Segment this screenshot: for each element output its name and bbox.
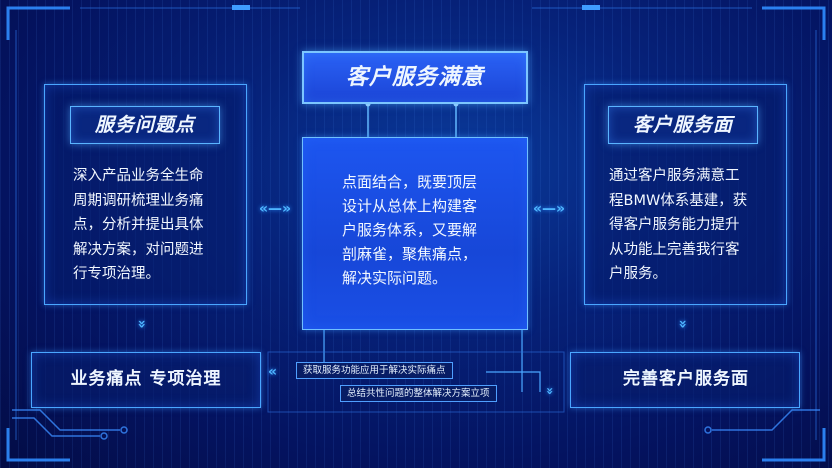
text-line: 点面结合，既要顶层	[342, 173, 478, 191]
service-issues-text: 深入产品业务全生命 周期调研梳理业务痛 点，分析并提出具体 解决方案，对问题进 …	[73, 164, 204, 287]
text-line: 解决方案，对问题进	[73, 241, 204, 258]
text-line: 周期调研梳理业务痛	[73, 192, 204, 209]
text-line: 程BMW体系基建，获	[609, 192, 748, 209]
note-get-function: 获取服务功能应用于解决实际痛点	[296, 362, 453, 379]
text-line: 解决实际问题。	[342, 269, 448, 287]
improve-service-label: 完善客户服务面	[623, 369, 749, 389]
double-chevron-down-icon: »	[674, 319, 691, 329]
text-line: 行专项治理。	[73, 266, 160, 282]
text-line: 从功能上完善我行客	[609, 241, 740, 258]
diagram-title: 客户服务满意	[302, 51, 528, 104]
text-line: 设计从总体上构建客	[342, 197, 478, 215]
pain-point-box	[31, 352, 261, 408]
text-line: 户服务。	[609, 266, 667, 282]
service-scope-tag: 客户服务面	[608, 106, 758, 144]
text-line: 得客户服务能力提升	[609, 217, 740, 233]
double-chevron-left-icon: «	[268, 364, 278, 380]
center-panel	[302, 137, 528, 330]
improve-service-box	[570, 352, 800, 408]
text-line: 剖麻雀，聚焦痛点，	[342, 245, 478, 263]
double-arrow-icon: «—»	[533, 201, 566, 217]
service-issues-tag: 服务问题点	[70, 106, 220, 144]
pain-point-label: 业务痛点 专项治理	[70, 369, 222, 389]
service-scope-text: 通过客户服务满意工 程BMW体系基建，获 得客户服务能力提升 从功能上完善我行客…	[609, 164, 747, 287]
text-line: 点，分析并提出具体	[73, 217, 204, 233]
text-line: 深入产品业务全生命	[73, 168, 204, 184]
center-text: 点面结合，既要顶层 设计从总体上构建客 户服务体系，又要解 剖麻雀，聚焦痛点， …	[342, 170, 477, 290]
double-chevron-down-icon: »	[133, 319, 150, 329]
double-chevron-down-icon: »	[542, 387, 557, 395]
text-line: 户服务体系，又要解	[342, 221, 478, 239]
note-summarize-solution: 总结共性问题的整体解决方案立项	[340, 385, 497, 402]
double-arrow-icon: «—»	[259, 201, 292, 217]
text-line: 通过客户服务满意工	[609, 168, 740, 184]
